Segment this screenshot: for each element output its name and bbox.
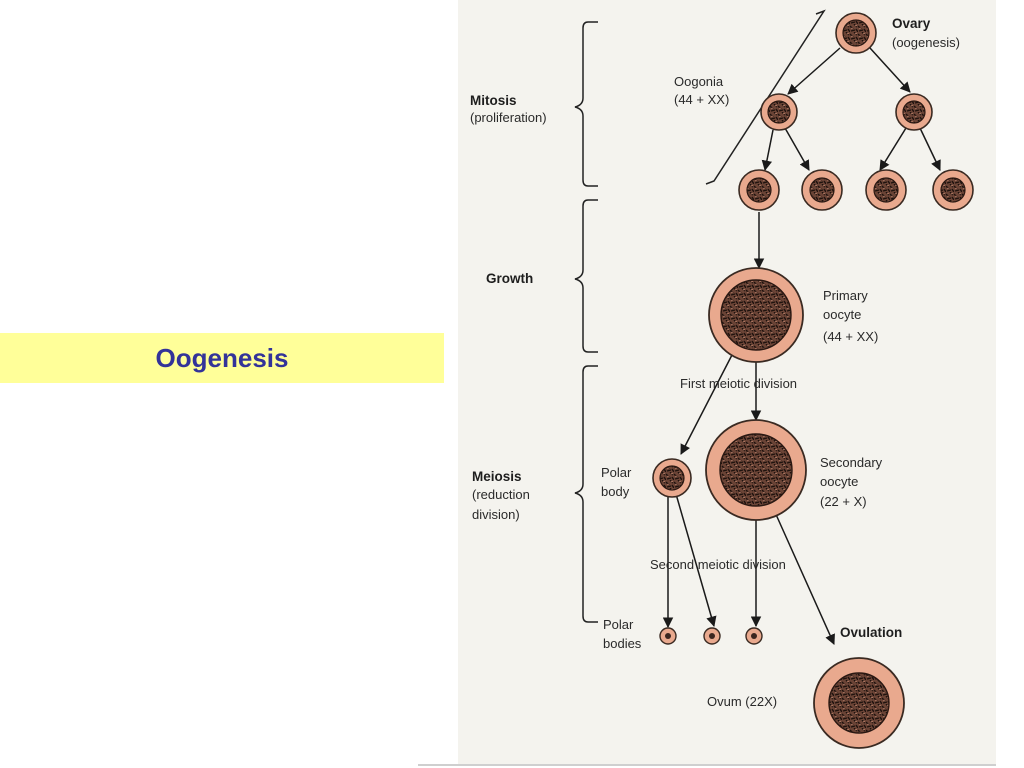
second-division-label: Second meiotic division [650, 557, 786, 572]
polar-body-label-2: body [601, 484, 630, 499]
ovulation-label: Ovulation [840, 625, 902, 640]
cell-secondary-oocyte [705, 419, 807, 521]
cell-gen2-2 [801, 169, 843, 211]
oogenesis-diagram: Ovary (oogenesis) Oogonia (44 + XX) Mito… [458, 0, 996, 765]
ovary-label: Ovary [892, 16, 931, 31]
meiosis-label: Meiosis [472, 469, 522, 484]
primary-oocyte-label-1: Primary [823, 288, 868, 303]
growth-label: Growth [486, 271, 533, 286]
oogonia-chrom-label: (44 + XX) [674, 92, 729, 107]
first-division-label: First meiotic division [680, 376, 797, 391]
cell-gen2-1 [738, 169, 780, 211]
secondary-oocyte-label-1: Secondary [820, 455, 883, 470]
cell-oogonium-left [760, 93, 798, 131]
brace-growth [574, 199, 598, 353]
ovary-sub-label: (oogenesis) [892, 35, 960, 50]
primary-oocyte-label-3: (44 + XX) [823, 329, 878, 344]
polar-bodies-label-2: bodies [603, 636, 642, 651]
polar-body-label-1: Polar [601, 465, 632, 480]
polar-bodies-label-1: Polar [603, 617, 634, 632]
primary-oocyte-label-2: oocyte [823, 307, 861, 322]
arrows [662, 47, 941, 645]
cell-gen2-3 [865, 169, 907, 211]
secondary-oocyte-label-2: oocyte [820, 474, 858, 489]
slide-title: Oogenesis [155, 342, 289, 373]
meiosis-sub-label-2: division) [472, 507, 520, 522]
cell-polar-body-small-1 [659, 627, 677, 645]
cell-oogonium-right [895, 93, 933, 131]
bottom-divider [418, 764, 996, 766]
cell-primary-oocyte [708, 267, 804, 363]
meiosis-sub-label-1: (reduction [472, 487, 530, 502]
oogonia-label: Oogonia [674, 74, 724, 89]
cell-ovary [835, 12, 877, 54]
diagram-svg: Ovary (oogenesis) Oogonia (44 + XX) Mito… [470, 9, 974, 749]
bracket-ovary [705, 9, 826, 185]
cell-gen2-4 [932, 169, 974, 211]
cell-ovum [813, 657, 905, 749]
brace-meiosis [574, 365, 598, 623]
cell-polar-body-small-2 [703, 627, 721, 645]
title-band: Oogenesis [0, 333, 444, 383]
secondary-oocyte-label-3: (22 + X) [820, 494, 867, 509]
cell-polar-body-small-3 [745, 627, 763, 645]
mitosis-sub-label: (proliferation) [470, 110, 547, 125]
cell-polar-body [652, 458, 692, 498]
brace-mitosis [574, 21, 598, 187]
ovum-label: Ovum (22X) [707, 694, 777, 709]
mitosis-label: Mitosis [470, 93, 517, 108]
